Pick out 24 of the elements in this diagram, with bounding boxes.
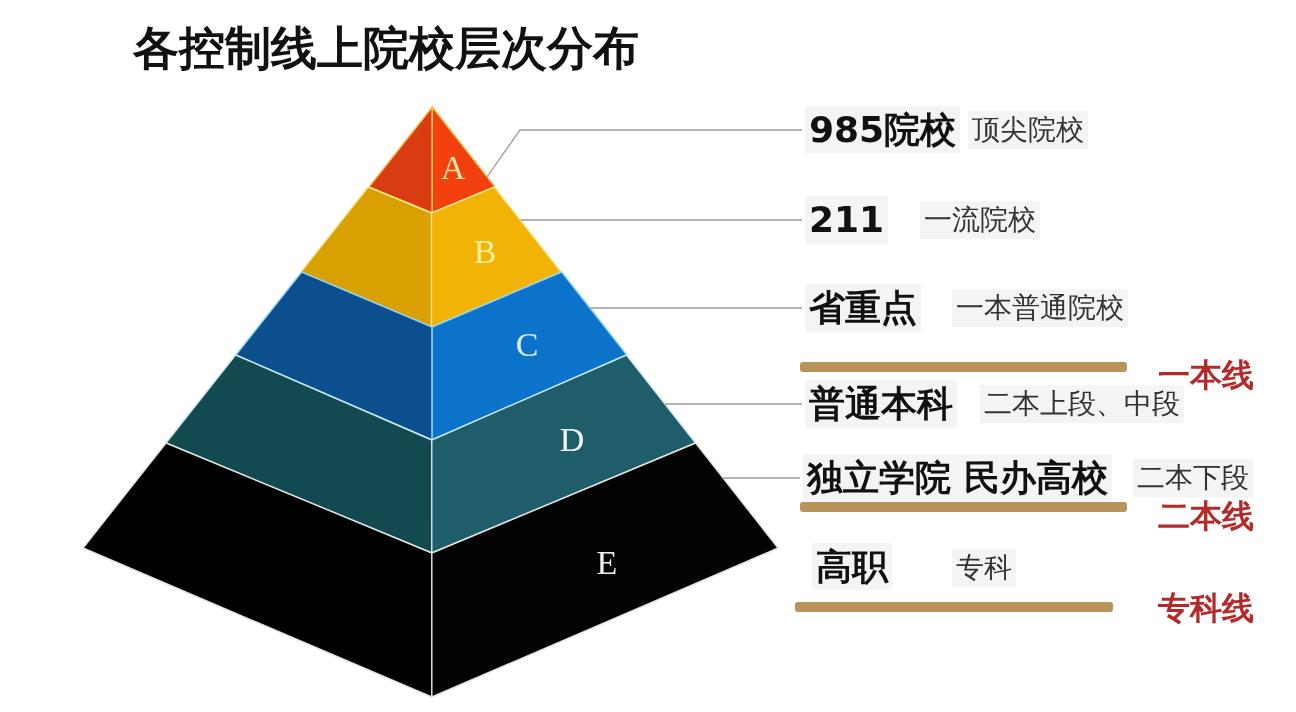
title: 各控制线上院校层次分布 [133, 22, 639, 75]
layer-letter: E [596, 546, 618, 580]
level-label: 普通本科 [805, 380, 957, 428]
level-description: 一流院校 [920, 201, 1040, 239]
layer-letter: A [440, 151, 466, 185]
leader-line [520, 219, 803, 221]
leader-line [486, 129, 803, 178]
layer-letter: C [515, 328, 539, 362]
leader-line [664, 403, 803, 405]
level-description: 专科 [952, 549, 1016, 587]
level-description: 二本下段 [1133, 459, 1253, 497]
level-description: 一本普通院校 [952, 289, 1128, 327]
level-description: 顶尖院校 [968, 111, 1088, 149]
cutoff-label: 专科线 [1158, 589, 1254, 628]
layer-letter: B [473, 235, 497, 269]
leader-line [722, 477, 801, 479]
level-label: 省重点 [805, 284, 921, 332]
cutoff-label: 二本线 [1158, 497, 1254, 536]
level-label: 985院校 [805, 106, 961, 154]
level-label: 高职 [812, 543, 892, 591]
layer-letter: D [559, 423, 585, 457]
level-label: 独立学院 民办高校 [803, 454, 1112, 502]
leader-line [589, 307, 803, 309]
level-label: 211 [805, 196, 889, 244]
